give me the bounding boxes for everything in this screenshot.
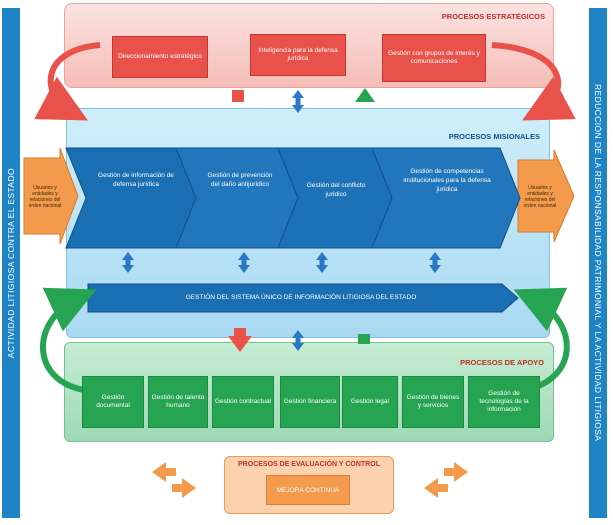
orange-input-arrow [23, 147, 79, 245]
missional-title: Procesos misionales [448, 132, 540, 141]
red-curved-arrow-left [34, 42, 101, 121]
double-arrow-4 [429, 252, 441, 273]
green-up-arrow [355, 88, 375, 102]
left-sidebar: Actividad litigiosa contra el Estado [2, 8, 20, 518]
strategic-box-label: Inteligencia para la defensa jurídica [258, 46, 338, 62]
support-box-legal: Gestión legal [342, 376, 398, 428]
support-box-financiera: Gestión financiera [280, 376, 340, 428]
strategic-box-direccionamiento: Direccionamiento estratégico [112, 36, 208, 78]
red-down-arrow [228, 336, 252, 352]
input-arrow-text: Usuarios y entidades y relaciones del or… [28, 185, 62, 209]
red-curved-arrow-right [491, 42, 576, 121]
green-curved-arrow-left [40, 287, 97, 393]
support-box-label: Gestión de talento humano [151, 393, 205, 409]
output-arrow-label: Usuarios y entidades y relaciones del or… [520, 168, 560, 226]
blue-double-arrow-top [292, 90, 304, 113]
chevron-3-label: Gestión del conflicto jurídico [306, 182, 366, 198]
chevron-2-label: Gestión de prevención del daño antijuríd… [207, 172, 273, 188]
red-square-connector [232, 90, 244, 102]
evaluation-box: Mejora continua [266, 475, 350, 505]
blue-double-arrows-middle [122, 252, 441, 273]
blue-double-arrow-bottom [292, 330, 304, 351]
output-arrow-text: Usuarios y entidades y relaciones del or… [523, 185, 557, 209]
strategic-box-inteligencia: Inteligencia para la defensa jurídica [250, 34, 346, 76]
chevron-1-label: Gestión de información de defensa jurídi… [98, 172, 174, 188]
system-bar-label: Gestión del sistema único de información… [185, 294, 417, 301]
strategic-box-label: Direccionamiento estratégico [118, 52, 202, 60]
support-box-bienes: Gestión de bienes y servicios [402, 376, 464, 428]
evaluation-title: Procesos de evaluación y control [238, 461, 380, 468]
evaluation-box-label: Mejora continua [276, 486, 340, 494]
right-sidebar: Reducción de la responsabilidad patrimon… [589, 8, 607, 518]
strategic-box-label: Gestión con grupos de interés y comunica… [388, 49, 480, 65]
support-box-label: Gestión financiera [283, 397, 337, 405]
double-arrow-2 [238, 252, 250, 273]
support-box-label: Gestión legal [351, 397, 389, 405]
support-box-documental: Gestión documental [82, 376, 144, 428]
orange-double-arrow-left [152, 462, 196, 498]
double-arrow-1 [122, 252, 134, 273]
support-box-label: Gestión contractual [215, 397, 272, 405]
support-title: Procesos de apoyo [460, 358, 544, 367]
input-arrow-label: Usuarios y entidades y relaciones del or… [26, 168, 64, 226]
support-box-contractual: Gestión contractual [212, 376, 274, 428]
chevron-4 [371, 147, 521, 249]
process-chevrons [65, 147, 521, 249]
support-box-tecnologias: Gestión de tecnologías de la información [468, 376, 540, 428]
chevron-1 [65, 147, 197, 249]
chevron-4-label: Gestión de competencias institucionales … [403, 168, 491, 193]
support-box-label: Gestión documental [96, 393, 130, 409]
strategic-title: Procesos estratégicos [441, 12, 545, 21]
strategic-box-grupos-interes: Gestión con grupos de interés y comunica… [382, 34, 486, 82]
right-sidebar-label: Reducción de la responsabilidad patrimon… [593, 84, 603, 442]
support-box-talento: Gestión de talento humano [148, 376, 208, 428]
orange-output-arrow [517, 149, 575, 243]
support-box-label: Gestión de bienes y servicios [406, 393, 460, 409]
double-arrow-3 [316, 252, 328, 273]
support-box-label: Gestión de tecnologías de la información [479, 389, 529, 414]
orange-double-arrow-right [424, 462, 468, 498]
green-square-connector [358, 334, 370, 344]
green-curved-arrow-right [513, 287, 570, 393]
